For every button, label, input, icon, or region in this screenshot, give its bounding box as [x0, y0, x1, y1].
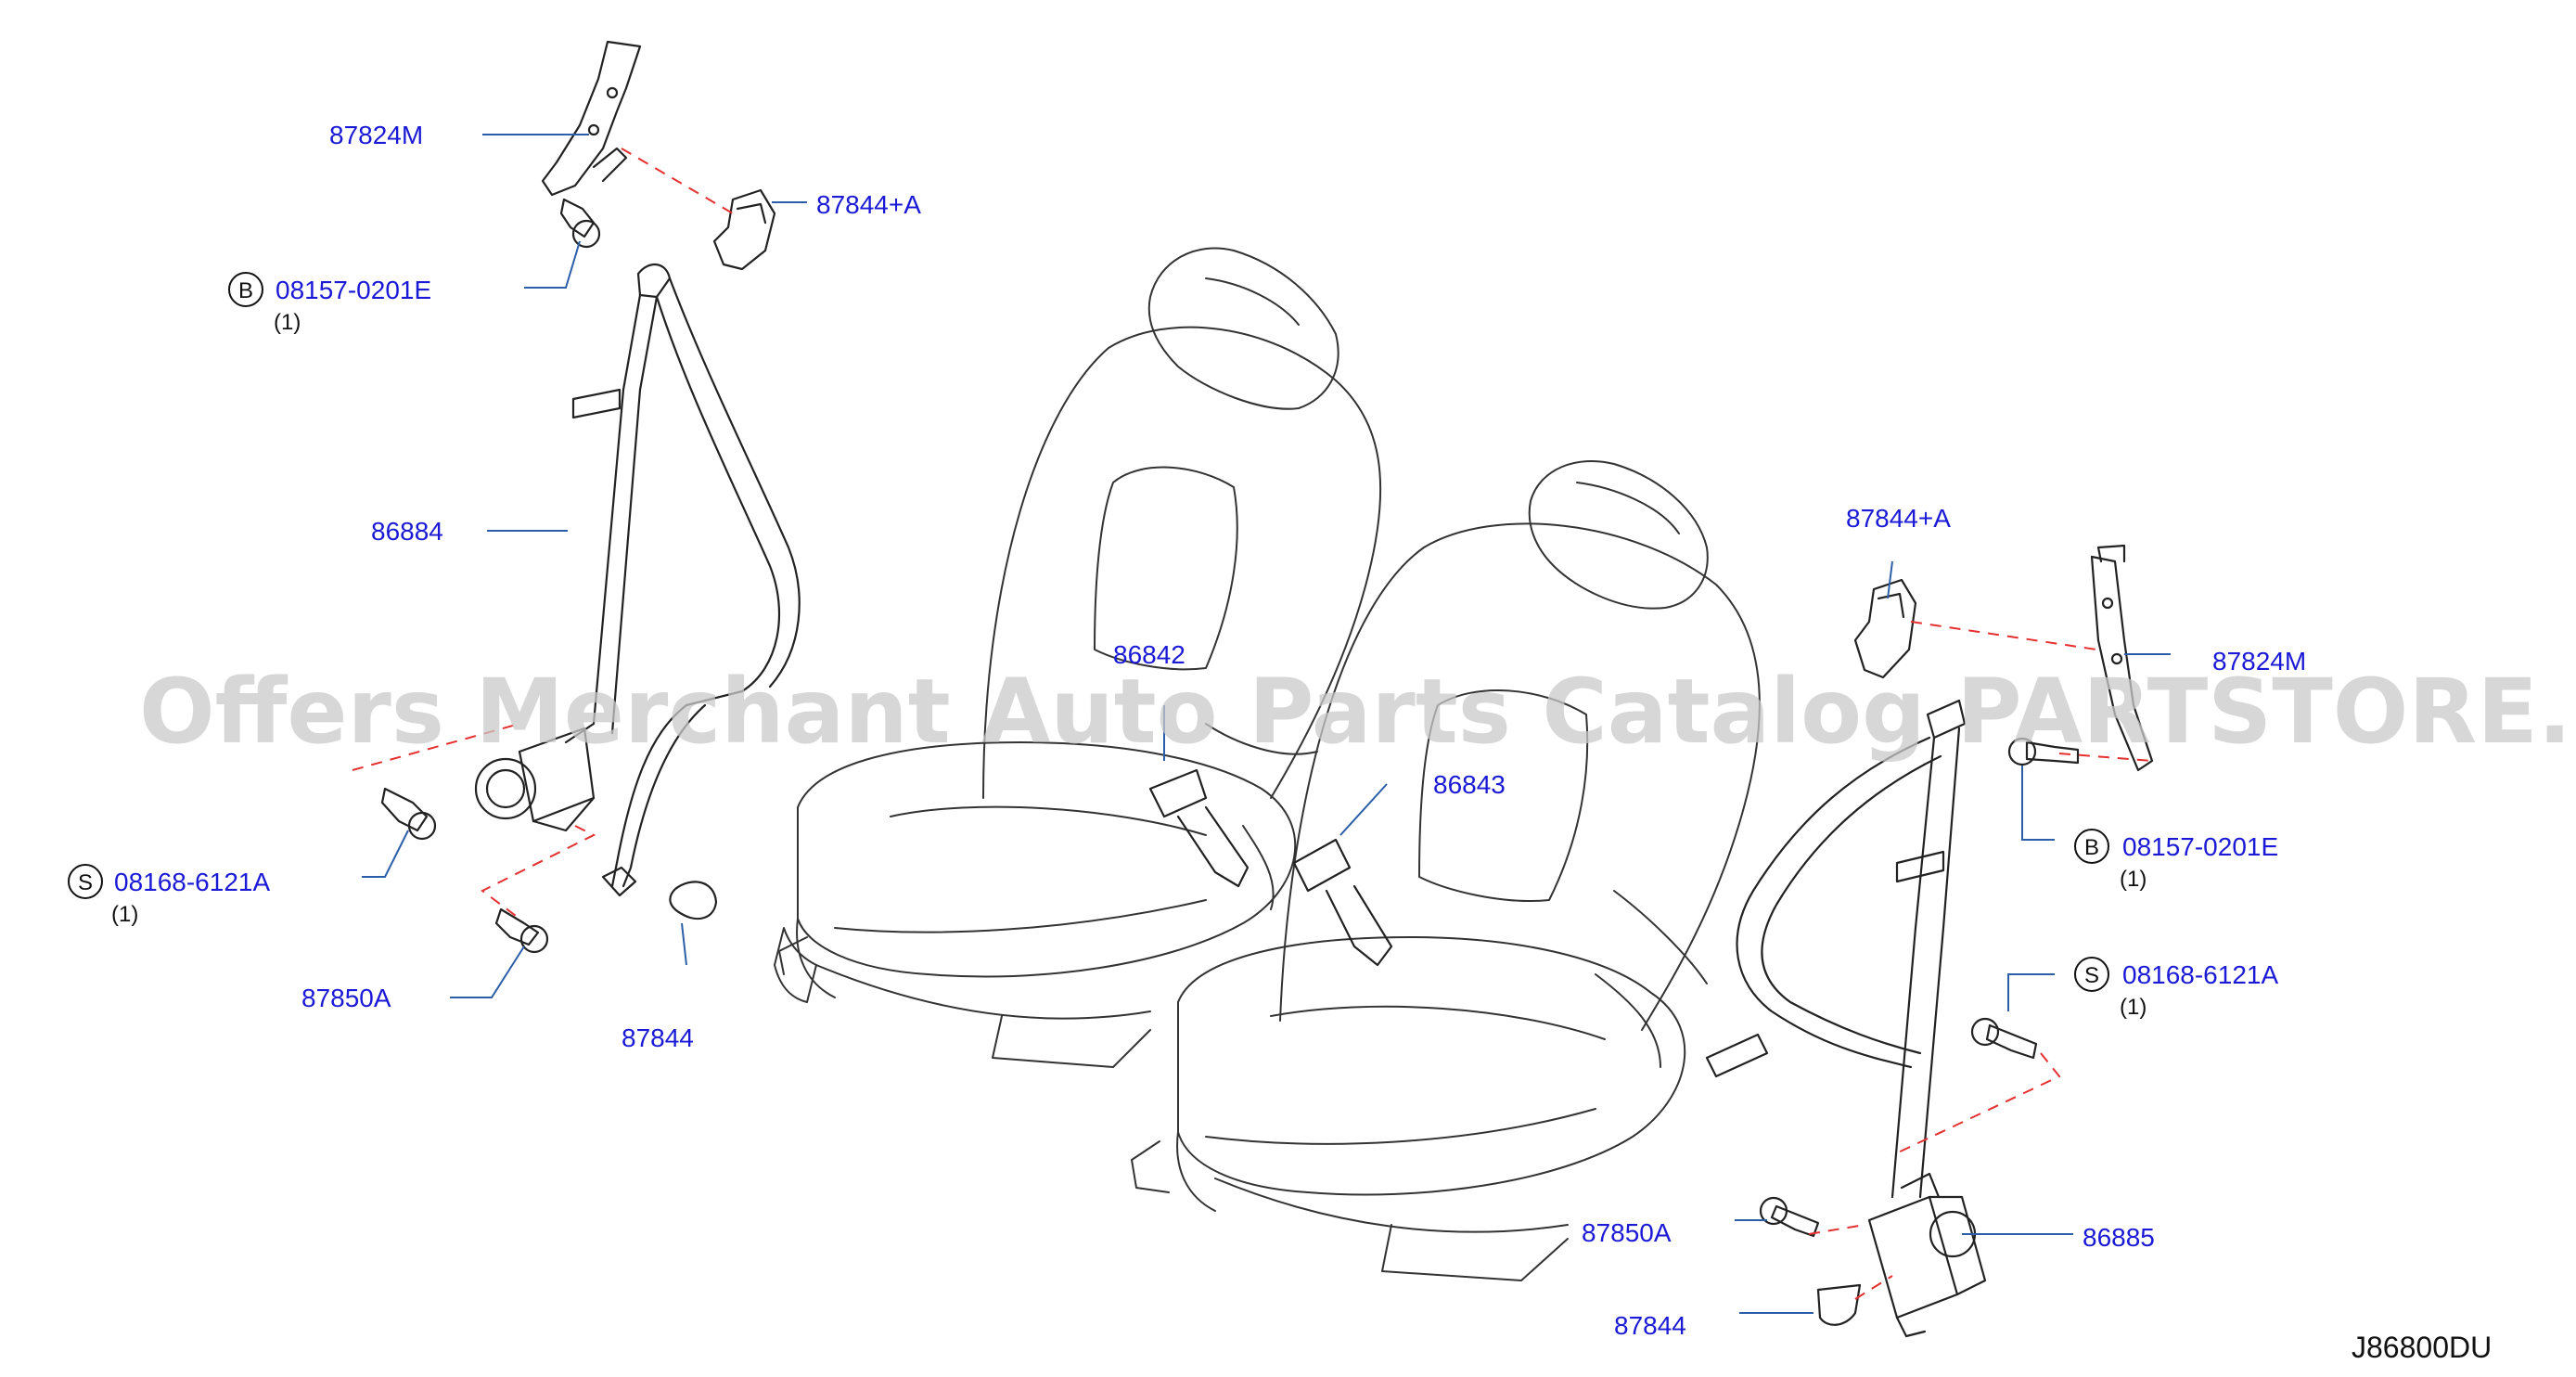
label-left-87844[interactable]: 87844: [622, 1023, 694, 1052]
right-cover-87844A: [1853, 578, 1917, 679]
center-buckle-86843: [1292, 838, 1393, 967]
qty-left-08157: (1): [274, 310, 301, 335]
left-belt-86884: [564, 264, 801, 897]
label-86842[interactable]: 86842: [1113, 640, 1185, 669]
label-86843[interactable]: 86843: [1433, 770, 1506, 799]
left-bolt-08168: [380, 787, 437, 841]
left-bolt-08157: [559, 198, 601, 249]
bolt-b-marker-left: [228, 272, 263, 307]
right-bolt-08157: [2007, 737, 2080, 766]
bolt-s-marker-right: [2074, 957, 2109, 992]
dashed-links: [352, 148, 2153, 1300]
center-buckle-86842: [1148, 768, 1250, 888]
label-left-08168-6121A[interactable]: 08168-6121A: [114, 868, 270, 896]
label-left-87850A[interactable]: 87850A: [301, 984, 391, 1012]
label-right-87844[interactable]: 87844: [1614, 1311, 1686, 1340]
qty-left-08168: (1): [111, 902, 138, 927]
bolt-b-marker-right: [2074, 829, 2109, 864]
label-right-08157-0201E[interactable]: 08157-0201E: [2122, 832, 2278, 861]
right-cover-87844: [1816, 1283, 1862, 1326]
watermark: Offers Merchant Auto Parts Catalog PARTS…: [139, 660, 2576, 764]
bolt-s-letter-right: S: [2084, 963, 2099, 988]
bolt-b-letter-left: B: [238, 278, 253, 303]
label-right-87824M[interactable]: 87824M: [2212, 647, 2306, 676]
label-right-08168-6121A[interactable]: 08168-6121A: [2122, 960, 2278, 989]
right-bolt-87850A: [1759, 1196, 1820, 1238]
bolt-s-marker-left: [68, 864, 103, 899]
right-bolt-08168: [1970, 1017, 2038, 1060]
label-left-87844A[interactable]: 87844+A: [816, 190, 921, 219]
left-cover-87844: [669, 881, 718, 920]
bolt-b-letter-right: B: [2084, 835, 2099, 860]
label-left-87824M[interactable]: 87824M: [329, 121, 423, 149]
left-retractor: [474, 727, 596, 832]
qty-right-08168: (1): [2120, 995, 2147, 1020]
rear-seat-drawing: [774, 247, 1382, 1068]
diagram-code: J86800DU: [2352, 1331, 2492, 1364]
right-upper-anchor-87824M: [2090, 544, 2154, 772]
bolt-s-letter-left: S: [78, 870, 93, 895]
label-right-87844A[interactable]: 87844+A: [1846, 504, 1951, 533]
label-left-86884[interactable]: 86884: [371, 517, 443, 546]
left-cover-87844A: [712, 188, 776, 271]
front-seat-drawing: [1131, 459, 1761, 1281]
qty-right-08157: (1): [2120, 867, 2147, 892]
right-retractor-86885: [1867, 1172, 1987, 1338]
label-86885[interactable]: 86885: [2083, 1223, 2155, 1252]
label-right-87850A[interactable]: 87850A: [1582, 1218, 1672, 1247]
label-left-08157-0201E[interactable]: 08157-0201E: [276, 276, 431, 304]
right-belt: [1705, 699, 1967, 1199]
left-bolt-87850A: [494, 907, 549, 954]
leader-lines: [362, 134, 2171, 1314]
part-labels: 87824M 87844+A B 08157-0201E (1) 86884 S…: [68, 121, 2306, 1340]
left-upper-anchor-87824M: [541, 40, 642, 197]
